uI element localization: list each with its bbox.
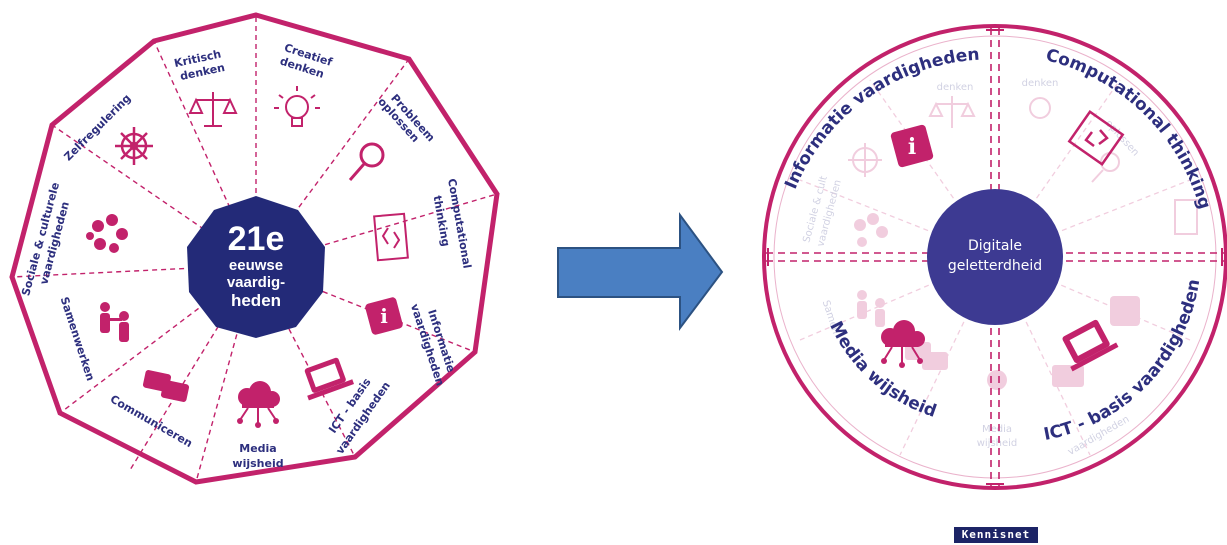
- left-wheel: 21e eeuwse vaardig- heden Kritisch denke…: [9, 12, 500, 485]
- info-icon: i: [890, 124, 934, 168]
- laptop-icon: [304, 357, 354, 401]
- kennisnet-logo: Kennisnet: [954, 527, 1038, 543]
- chat-bubbles-icon: [142, 370, 190, 402]
- center-title-line4: heden: [231, 291, 281, 310]
- segment-label: wijsheid: [232, 457, 283, 470]
- lightbulb-icon: [274, 86, 320, 127]
- magnifier-icon: [348, 142, 385, 181]
- center-title-geletterdheid: geletterdheid: [948, 258, 1042, 274]
- faded-label: denken: [1022, 78, 1059, 89]
- info-icon: i: [365, 297, 403, 335]
- center-title-digitale: Digitale: [968, 238, 1022, 254]
- helm-icon: [115, 127, 153, 165]
- segment-media-wijsheid: Media wijsheid: [232, 381, 284, 470]
- cloud-network-icon: [881, 320, 925, 368]
- right-wheel-center: [927, 189, 1063, 325]
- laptop-icon: [1062, 319, 1119, 372]
- svg-text:i: i: [380, 304, 388, 328]
- group-icon: [86, 214, 128, 253]
- center-title-21e: 21e: [228, 220, 285, 258]
- center-title-line2: eeuwse: [229, 257, 283, 274]
- faded-label: Media: [982, 424, 1012, 435]
- people-icon: [100, 302, 129, 342]
- transition-arrow: [557, 211, 724, 331]
- faded-label: denken: [937, 82, 974, 93]
- right-wheel: denken denken oplossen Sociale & cult va…: [762, 24, 1227, 490]
- center-title-line3: vaardig-: [227, 274, 285, 291]
- code-window-icon: [373, 212, 409, 262]
- cloud-network-icon: [237, 381, 280, 428]
- code-window-icon: [1067, 110, 1125, 166]
- left-wheel-center: [187, 196, 325, 338]
- quadrant-divider-ends: [767, 29, 1223, 485]
- faded-label: wijsheid: [977, 438, 1018, 449]
- scales-icon: [188, 92, 238, 127]
- svg-text:i: i: [908, 134, 916, 160]
- segment-label: Media: [239, 442, 276, 455]
